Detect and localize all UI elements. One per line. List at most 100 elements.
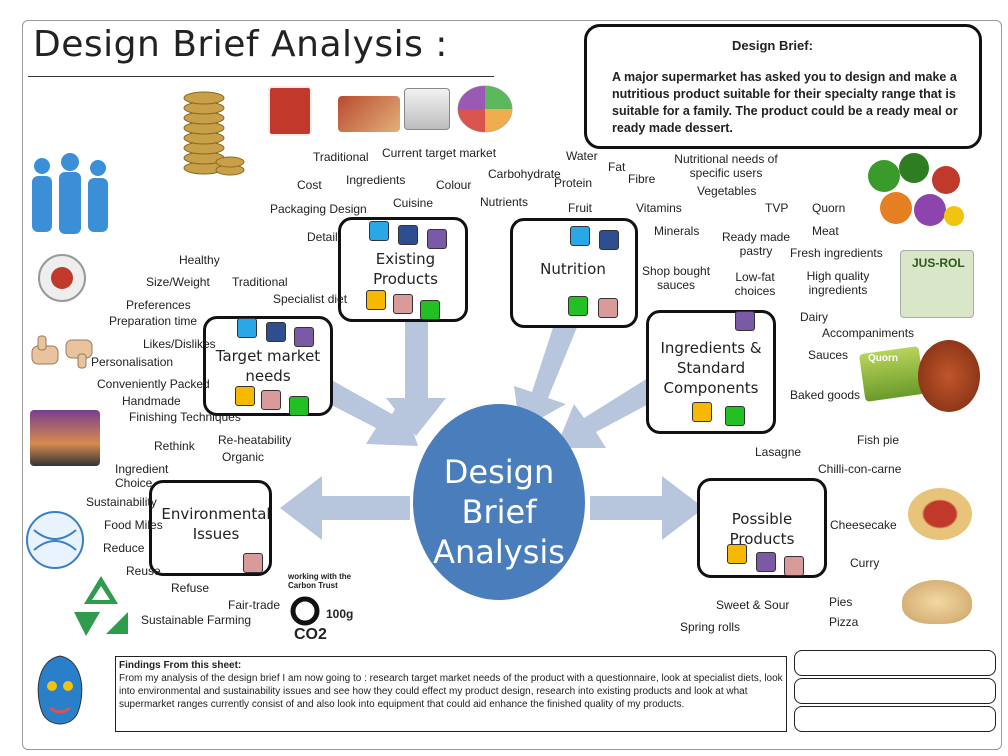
carbon-footprint-icon <box>290 596 320 626</box>
word-refuse: Refuse <box>171 581 210 595</box>
word-spring-rolls: Spring rolls <box>680 620 741 634</box>
word-curry: Curry <box>850 556 880 570</box>
word-specialist-diet: Specialist diet <box>273 292 348 306</box>
lunchbox-image <box>404 88 450 130</box>
word-sustainability: Sustainability <box>86 495 157 509</box>
chip-purple <box>735 311 755 331</box>
word-organic: Organic <box>222 450 265 464</box>
page-title: Design Brief Analysis : <box>33 24 448 65</box>
arrow-to-environmental <box>280 476 410 540</box>
quorn-pack-label: Quorn <box>868 353 898 364</box>
word-pies: Pies <box>829 595 853 609</box>
word-baked-goods: Baked goods <box>790 388 861 402</box>
ready-meal-box-image <box>338 96 400 132</box>
word-ingredient-choice: Ingredient Choice <box>115 462 169 490</box>
chip-yellow <box>235 386 255 406</box>
jus-rol-pastry-image <box>900 250 974 318</box>
word-low-fat-choices: Low-fat choices <box>734 270 776 298</box>
word-likes-dislikes: Likes/Dislikes <box>143 337 216 351</box>
word-cheesecake: Cheesecake <box>830 518 897 532</box>
word-pizza: Pizza <box>829 615 859 629</box>
word-meat: Meat <box>812 224 839 238</box>
word-rethink: Rethink <box>154 439 195 453</box>
word-conveniently-packed: Conveniently Packed <box>97 377 210 391</box>
factory-pollution-image <box>30 410 100 466</box>
findings-box: Findings From this sheet: From my analys… <box>115 656 787 732</box>
chip-navy <box>599 230 619 250</box>
word-reheatability: Re-heatability <box>218 433 292 447</box>
word-food-miles: Food Miles <box>104 518 163 532</box>
chip-blue <box>369 221 389 241</box>
word-fair-trade: Fair-trade <box>228 598 281 612</box>
mask-logo-image <box>37 655 83 725</box>
word-ingredients: Ingredients <box>346 173 406 187</box>
chip-yellow <box>692 402 712 422</box>
chip-navy <box>398 225 418 245</box>
word-chilli-con-carne: Chilli-con-carne <box>818 462 902 476</box>
word-fresh-ingredients: Fresh ingredients <box>790 246 883 260</box>
chip-pink <box>784 556 804 576</box>
mince-dish-image <box>918 340 980 412</box>
chip-purple <box>294 327 314 347</box>
note-box-1 <box>794 650 996 676</box>
chip-green <box>568 296 588 316</box>
word-nutritional-needs: Nutritional needs of specific users <box>674 152 778 180</box>
word-sustainable-farming: Sustainable Farming <box>141 613 252 627</box>
word-personalisation: Personalisation <box>91 355 174 369</box>
chip-green <box>289 396 309 416</box>
word-nutrients: Nutrients <box>480 195 529 209</box>
design-brief-box <box>584 24 982 149</box>
chip-blue <box>570 226 590 246</box>
arrow-from-target <box>318 378 418 446</box>
target-market-label: Target market needs <box>215 347 321 385</box>
existing-products-label: Existing Products <box>373 250 438 288</box>
chip-yellow <box>366 290 386 310</box>
word-fat: Fat <box>608 160 626 174</box>
word-fruit: Fruit <box>568 201 592 215</box>
word-protein: Protein <box>554 176 593 190</box>
word-vegetables: Vegetables <box>697 184 757 198</box>
arrow-from-ingredients <box>556 378 660 448</box>
word-handmade: Handmade <box>122 394 181 408</box>
chip-green <box>725 406 745 426</box>
word-sauces: Sauces <box>808 348 849 362</box>
word-minerals: Minerals <box>654 224 700 238</box>
word-current-target-market: Current target market <box>382 146 497 160</box>
word-water: Water <box>566 149 598 163</box>
word-finishing-techniques: Finishing Techniques <box>129 410 241 424</box>
chip-navy <box>266 322 286 342</box>
pie-image <box>902 580 972 624</box>
word-shop-bought-sauces: Shop bought sauces <box>641 264 711 292</box>
vegetables-image <box>868 153 964 226</box>
word-fish-pie: Fish pie <box>857 433 900 447</box>
word-lasagne: Lasagne <box>755 445 802 459</box>
kitchen-timer-image <box>38 254 86 302</box>
globe-icon <box>26 511 84 569</box>
word-traditional-2: Traditional <box>232 275 288 289</box>
word-vitamins: Vitamins <box>636 201 682 215</box>
nutrition-label: Nutrition <box>540 260 606 278</box>
possible-products-node <box>697 478 827 578</box>
chip-purple <box>756 552 776 572</box>
design-brief-heading: Design Brief: <box>732 38 813 53</box>
chip-pink <box>243 553 263 573</box>
note-box-2 <box>794 678 996 704</box>
word-reuse: Reuse <box>126 564 161 578</box>
title-underline <box>28 76 494 77</box>
word-ready-made-pastry: Ready made pastry <box>721 230 791 258</box>
word-fibre: Fibre <box>628 172 656 186</box>
word-quorn: Quorn <box>812 201 846 215</box>
chip-yellow <box>727 544 747 564</box>
word-cost: Cost <box>297 178 322 192</box>
dessert-box-image <box>268 86 312 136</box>
word-high-quality-ingredients: High quality ingredients <box>806 269 870 297</box>
word-reduce: Reduce <box>103 541 145 555</box>
findings-heading: Findings From this sheet: <box>119 660 242 671</box>
note-box-3 <box>794 706 996 732</box>
chip-green <box>420 300 440 320</box>
word-tvp: TVP <box>765 201 789 215</box>
word-traditional: Traditional <box>313 150 369 164</box>
ingredients-label: Ingredients & Standard Components <box>660 339 762 397</box>
center-circle <box>413 404 585 600</box>
